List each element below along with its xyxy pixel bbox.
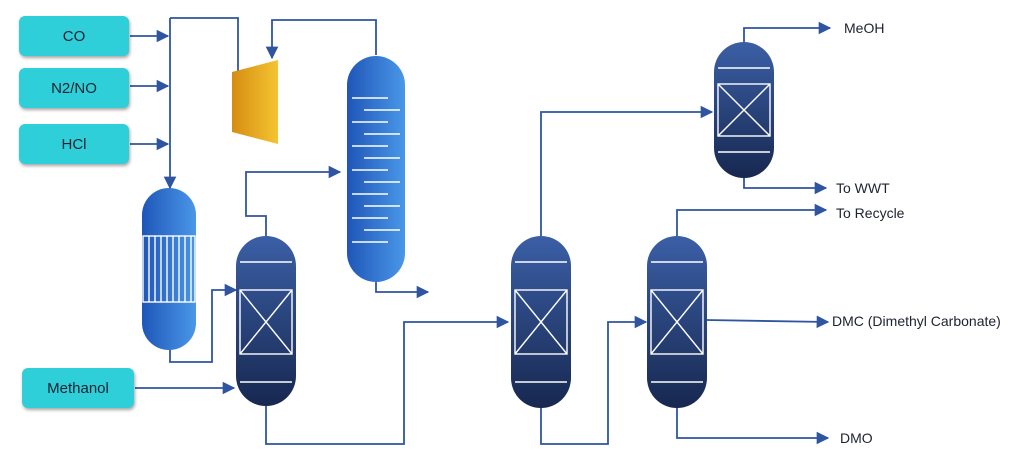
feed-co: CO xyxy=(19,16,129,56)
feed-methanol-label: Methanol xyxy=(47,379,109,397)
pipe-dmo xyxy=(676,408,830,445)
output-dmo: DMO xyxy=(840,430,873,446)
pipe-wwt xyxy=(743,176,828,195)
pipe-dmc xyxy=(705,315,830,329)
reactor-3 xyxy=(647,236,707,408)
output-dmc: DMC (Dimethyl Carbonate) xyxy=(832,313,1001,329)
reactor-1 xyxy=(236,236,296,406)
pipe-r1-to-r2 xyxy=(265,315,510,445)
feed-hcl: HCl xyxy=(19,124,129,164)
pipe-column-bottom xyxy=(375,280,430,299)
distillation-column xyxy=(347,56,405,282)
pipe-r1-to-column xyxy=(245,165,342,236)
pipe-column-to-compressor xyxy=(265,19,377,60)
feed-n2no: N2/NO xyxy=(19,68,129,108)
pipe-r2-to-r3 xyxy=(540,315,648,445)
pipe-tube-to-r1 xyxy=(169,283,238,363)
pipe-r2-to-r4 xyxy=(540,105,714,236)
feed-co-label: CO xyxy=(62,27,86,45)
tubular-reactor xyxy=(142,188,196,350)
feed-hcl-label: HCl xyxy=(61,135,87,153)
output-recycle: To Recycle xyxy=(836,205,905,221)
pipe-meoh xyxy=(743,21,832,44)
pipe-recycle xyxy=(676,203,828,236)
compressor xyxy=(232,60,278,144)
pipe-to-compressor xyxy=(170,17,239,72)
reactor-4 xyxy=(714,42,774,178)
feed-methanol: Methanol xyxy=(22,368,134,408)
pipes xyxy=(130,17,832,445)
reactor-2 xyxy=(511,236,571,408)
output-wwt: To WWT xyxy=(836,180,890,196)
output-meoh: MeOH xyxy=(844,20,885,36)
feed-n2no-label: N2/NO xyxy=(51,79,97,97)
